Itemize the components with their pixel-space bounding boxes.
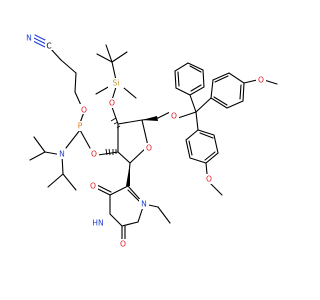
atom-labels: N C O P N O O Si O O O O O HN N O <box>24 32 266 249</box>
atom-carbonyl-o-bottom: O <box>120 240 126 249</box>
atom-nitrile-n: N <box>26 34 32 43</box>
atom-carbonyl-o-top: O <box>90 182 96 191</box>
atom-methoxy-o-top: O <box>258 76 264 85</box>
atom-chain-o: O <box>81 106 87 115</box>
atom-trityl-o: O <box>171 112 177 121</box>
atom-phosphite-o: O <box>91 150 97 159</box>
atom-silicon: Si <box>113 79 120 88</box>
atom-amine-n: N <box>59 150 65 159</box>
bond-lines <box>29 34 278 241</box>
atom-ring-n: N <box>141 200 147 209</box>
atom-ring-o: O <box>146 144 152 153</box>
molecule-diagram: N C O P N O O Si O O O O O HN N O <box>24 32 278 249</box>
atom-methoxy-o-bottom: O <box>206 175 212 184</box>
stereo-bonds <box>105 116 158 186</box>
atom-nitrile-c: C <box>46 42 51 51</box>
atom-silyl-o: O <box>109 99 115 108</box>
atom-nh: HN <box>92 219 103 228</box>
atom-phosphorus: P <box>78 122 83 131</box>
